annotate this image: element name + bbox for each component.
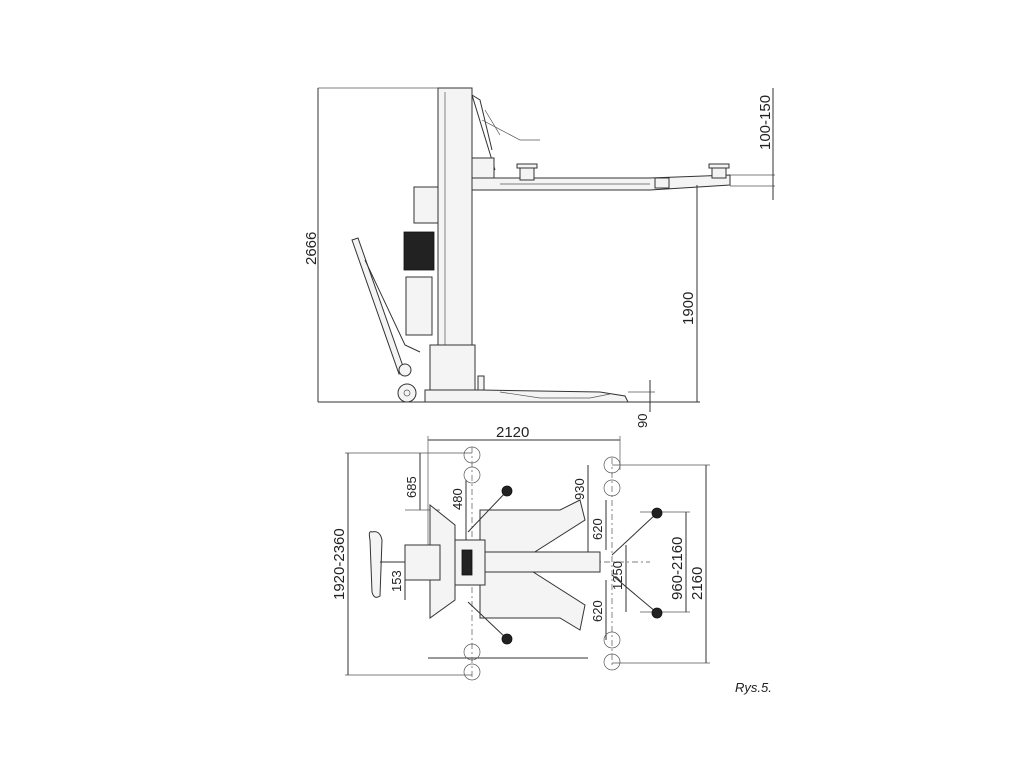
steering-handle [368, 531, 383, 598]
carriage-slide [461, 549, 473, 576]
dim-label-2666: 2666 [303, 232, 320, 265]
phantom-wheel-4 [463, 663, 481, 681]
column-foot [429, 344, 476, 391]
phantom-wheel-5 [603, 456, 621, 474]
lift-column [437, 87, 473, 391]
wheel-hub [403, 389, 411, 397]
motor-block [404, 544, 441, 581]
control-box [413, 186, 439, 224]
swing-arm-upper-left [467, 491, 507, 533]
motor [403, 231, 435, 271]
phantom-wheel-3 [463, 643, 481, 661]
phantom-wheel-7 [603, 631, 621, 649]
phantom-wheel-8 [603, 653, 621, 671]
dim-label-2120: 2120 [496, 424, 529, 441]
dim-label-620-upper: 620 [590, 518, 605, 540]
tow-handle [351, 237, 406, 375]
top-view: 2120 1920-2360 2160 960-2160 685 480 153… [331, 424, 710, 681]
arm-joint [654, 177, 670, 189]
phantom-wheel-2 [463, 466, 481, 484]
dim-label-153: 153 [389, 570, 404, 592]
dim-label-930: 930 [572, 478, 587, 500]
pad-upper-right [651, 507, 663, 519]
lift-arm [471, 174, 731, 191]
carriage-linkage [481, 109, 540, 141]
dim-label-960-2160: 960-2160 [669, 537, 686, 600]
base-leg-upper [479, 499, 586, 556]
column-post [477, 375, 485, 391]
pad-lower-left [501, 633, 513, 645]
figure-caption: Rys.5. [735, 680, 772, 695]
dim-label-90: 90 [635, 414, 650, 428]
dim-label-2160: 2160 [689, 567, 706, 600]
oil-tank [405, 276, 433, 336]
phantom-wheel-1 [463, 446, 481, 464]
swing-arm-lower-right [611, 574, 657, 613]
centre-beam [479, 551, 601, 573]
phantom-wheel-6 [603, 479, 621, 497]
pad-upper-left [501, 485, 513, 497]
dim-label-1900: 1900 [680, 292, 697, 325]
handle-pivot [398, 363, 412, 377]
pad-lower-right [651, 607, 663, 619]
lift-pad-far [711, 167, 727, 179]
swing-arm-upper-right [611, 513, 657, 556]
transport-wheel [397, 383, 417, 403]
dim-label-480: 480 [450, 488, 465, 510]
lift-pad-near-top [516, 163, 538, 169]
handle-brace [364, 259, 421, 353]
lift-pad-near [519, 167, 535, 181]
base-leg-lower [479, 569, 586, 631]
base-arm-outline [499, 391, 611, 399]
swing-arm-lower-left [467, 601, 507, 639]
lift-pad-far-top [708, 163, 730, 169]
side-view: 2666 1900 100-150 90 [303, 87, 775, 428]
dim-label-685: 685 [404, 476, 419, 498]
dim-label-100-150: 100-150 [757, 95, 774, 150]
dim-label-620-lower: 620 [590, 600, 605, 622]
dim-label-1920-2360: 1920-2360 [331, 528, 348, 600]
